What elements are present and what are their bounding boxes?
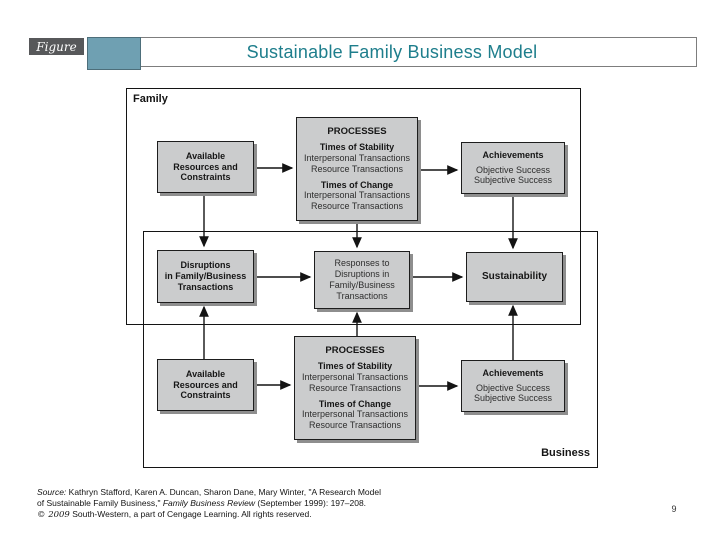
box-text-line: Available	[185, 150, 226, 161]
slide-title: Sustainable Family Business Model	[246, 41, 538, 62]
box-responses: Responses to Disruptions in Family/Busin…	[314, 251, 410, 309]
box-text-line: Objective Success	[475, 164, 551, 175]
box-title: Achievements	[482, 367, 544, 378]
box-processes-business: PROCESSES Times of Stability Interperson…	[294, 336, 416, 440]
section-heading: Times of Stability	[319, 142, 395, 153]
processes-stability-section: Times of Stability Interpersonal Transac…	[302, 361, 408, 393]
box-disruptions: Disruptions in Family/Business Transacti…	[157, 250, 254, 303]
citation-line-2: of Sustainable Family Business," Family …	[37, 498, 367, 508]
box-sustainability: Sustainability	[466, 252, 563, 302]
journal-title: Family Business Review	[162, 498, 255, 508]
box-available-resources-family: Available Resources and Constraints	[157, 141, 254, 193]
section-item: Resource Transactions	[308, 382, 402, 393]
box-text-line: Transactions	[336, 290, 388, 301]
box-text-line: Responses to	[334, 258, 390, 269]
section-item: Resource Transactions	[310, 201, 404, 212]
processes-stability-section: Times of Stability Interpersonal Transac…	[304, 142, 410, 174]
box-text-line: Constraints	[180, 172, 231, 183]
section-item: Interpersonal Transactions	[303, 153, 411, 164]
processes-change-section: Times of Change Interpersonal Transactio…	[304, 180, 410, 212]
copyright-year: © 2009	[37, 510, 70, 520]
figure-label-tab: Figure	[29, 38, 84, 55]
box-text-line: Disruptions	[180, 260, 231, 271]
box-achievements-business: Achievements Objective Success Subjectiv…	[461, 360, 565, 412]
section-heading: Times of Stability	[317, 361, 393, 372]
box-achievements-family: Achievements Objective Success Subjectiv…	[461, 142, 565, 194]
box-text-line: Constraints	[180, 390, 231, 401]
section-item: Interpersonal Transactions	[301, 409, 409, 420]
box-title: Achievements	[482, 149, 544, 160]
box-text-line: Disruptions in	[334, 269, 390, 280]
box-text-line: in Family/Business	[164, 271, 247, 282]
slide-title-bar: Sustainable Family Business Model	[87, 37, 697, 67]
box-processes-family: PROCESSES Times of Stability Interperson…	[296, 117, 418, 221]
box-text-line: Objective Success	[475, 382, 551, 393]
accent-square	[87, 37, 141, 70]
section-item: Resource Transactions	[308, 420, 402, 431]
section-heading: Times of Change	[320, 179, 394, 190]
citation-line-1: Source: Kathryn Stafford, Karen A. Dunca…	[37, 487, 381, 497]
source-citation: Source: Kathryn Stafford, Karen A. Dunca…	[37, 487, 507, 521]
section-item: Interpersonal Transactions	[301, 372, 409, 383]
business-boundary-frame	[143, 231, 598, 468]
box-text-line: Subjective Success	[473, 175, 553, 186]
family-label: Family	[133, 93, 168, 105]
box-title: PROCESSES	[327, 125, 387, 137]
box-text-line: Transactions	[177, 281, 234, 292]
section-item: Resource Transactions	[310, 163, 404, 174]
family-boundary-frame	[126, 88, 581, 325]
box-text-line: Family/Business	[329, 280, 395, 290]
citation-line-3: © 2009 South-Western, a part of Cengage …	[37, 509, 312, 520]
box-text-line: Subjective Success	[473, 393, 553, 404]
section-heading: Times of Change	[318, 398, 392, 409]
business-label: Business	[541, 447, 590, 459]
box-text-line: Resources and	[173, 161, 238, 172]
box-available-resources-business: Available Resources and Constraints	[157, 359, 254, 411]
figure-label: Figure	[36, 39, 77, 54]
box-text-line: Resources and	[173, 379, 238, 390]
box-title: PROCESSES	[325, 344, 385, 356]
processes-change-section: Times of Change Interpersonal Transactio…	[302, 399, 408, 431]
section-item: Interpersonal Transactions	[303, 190, 411, 201]
source-label: Source:	[37, 487, 67, 497]
box-title: Sustainability	[481, 271, 547, 282]
box-text-line: Available	[185, 368, 226, 379]
page-number: 9	[671, 504, 677, 514]
